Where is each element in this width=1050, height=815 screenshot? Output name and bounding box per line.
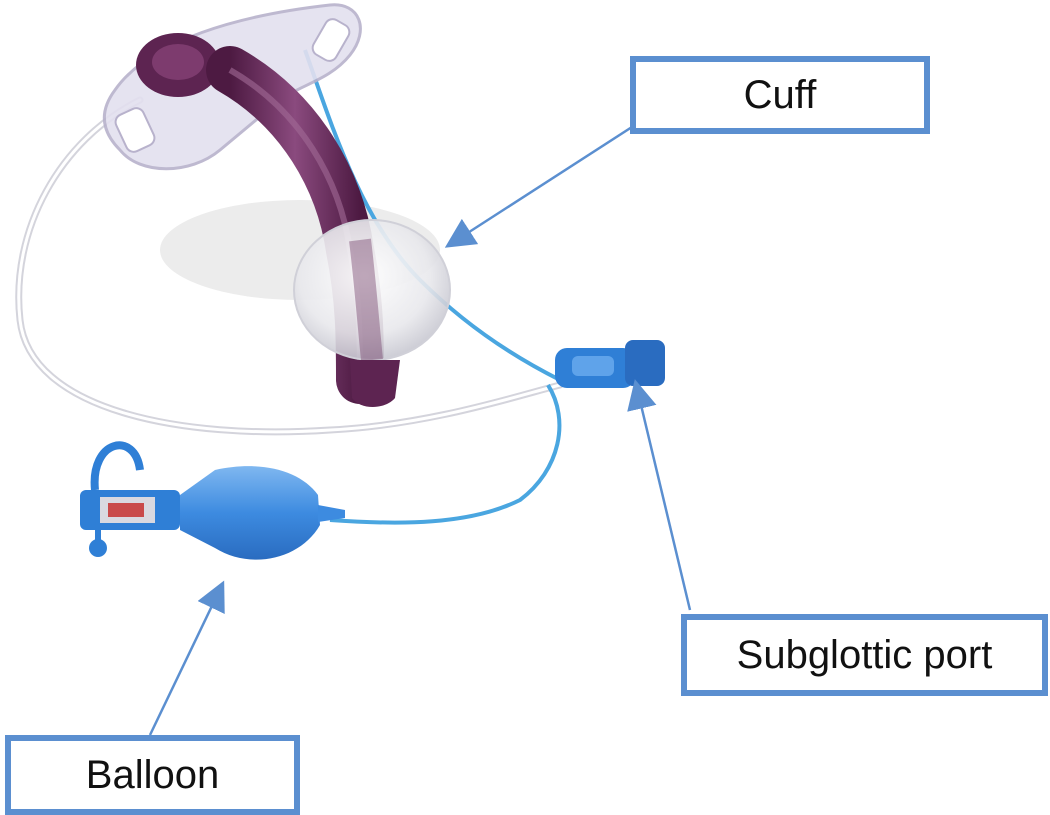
subglottic-port-label-text: Subglottic port (737, 633, 993, 678)
subglottic-port-arrow (636, 384, 690, 610)
balloon-arrow (150, 585, 222, 735)
cuff-arrow (449, 127, 632, 245)
distal-tip (350, 360, 400, 407)
cuff-label-text: Cuff (744, 73, 817, 118)
cuff-callout: Cuff (630, 56, 930, 134)
pilot-balloon (80, 445, 345, 559)
subglottic-port-callout: Subglottic port (681, 614, 1048, 696)
balloon-label-text: Balloon (86, 753, 219, 798)
subglottic-port-connector (555, 340, 665, 388)
balloon-callout: Balloon (5, 735, 300, 815)
